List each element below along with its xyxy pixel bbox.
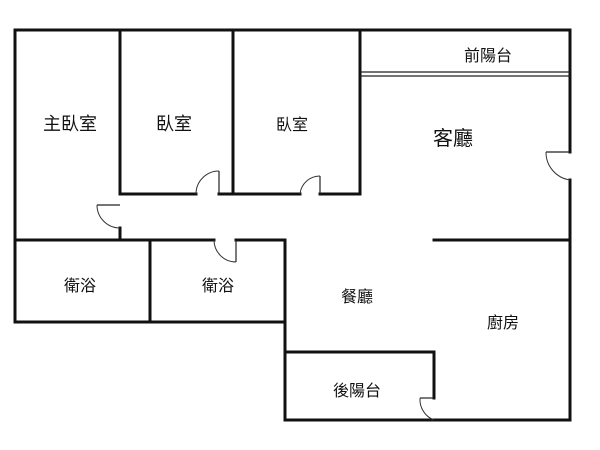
outer-wall bbox=[13, 28, 572, 154]
bedroom-2-label: 臥室 bbox=[276, 115, 308, 134]
bathroom-1-label: 衛浴 bbox=[64, 276, 96, 295]
kitchen-label: 廚房 bbox=[487, 313, 519, 332]
interior-walls bbox=[13, 28, 572, 400]
front-balcony-railing bbox=[360, 71, 570, 77]
doors bbox=[96, 151, 571, 421]
bathroom-2-door bbox=[213, 239, 237, 263]
bedroom-2-door bbox=[299, 175, 321, 195]
bedroom-1-label: 臥室 bbox=[156, 114, 192, 135]
back-balcony-label: 後陽台 bbox=[333, 381, 381, 400]
living-room-label: 客廳 bbox=[433, 126, 473, 150]
master-bedroom-door bbox=[96, 204, 121, 229]
master-bedroom-label: 主臥室 bbox=[43, 114, 97, 135]
dining-room-label: 餐廳 bbox=[341, 287, 373, 306]
exterior-walls bbox=[13, 28, 572, 422]
back-balcony-door bbox=[419, 397, 435, 421]
room-labels: 前陽台 主臥室 臥室 臥室 客廳 衛浴 衛浴 餐廳 廚房 後陽台 bbox=[43, 46, 519, 400]
bathroom-2-label: 衛浴 bbox=[202, 276, 234, 295]
entrance-door bbox=[545, 151, 571, 181]
front-balcony-label: 前陽台 bbox=[464, 46, 512, 65]
bedroom-1-door bbox=[195, 170, 220, 195]
